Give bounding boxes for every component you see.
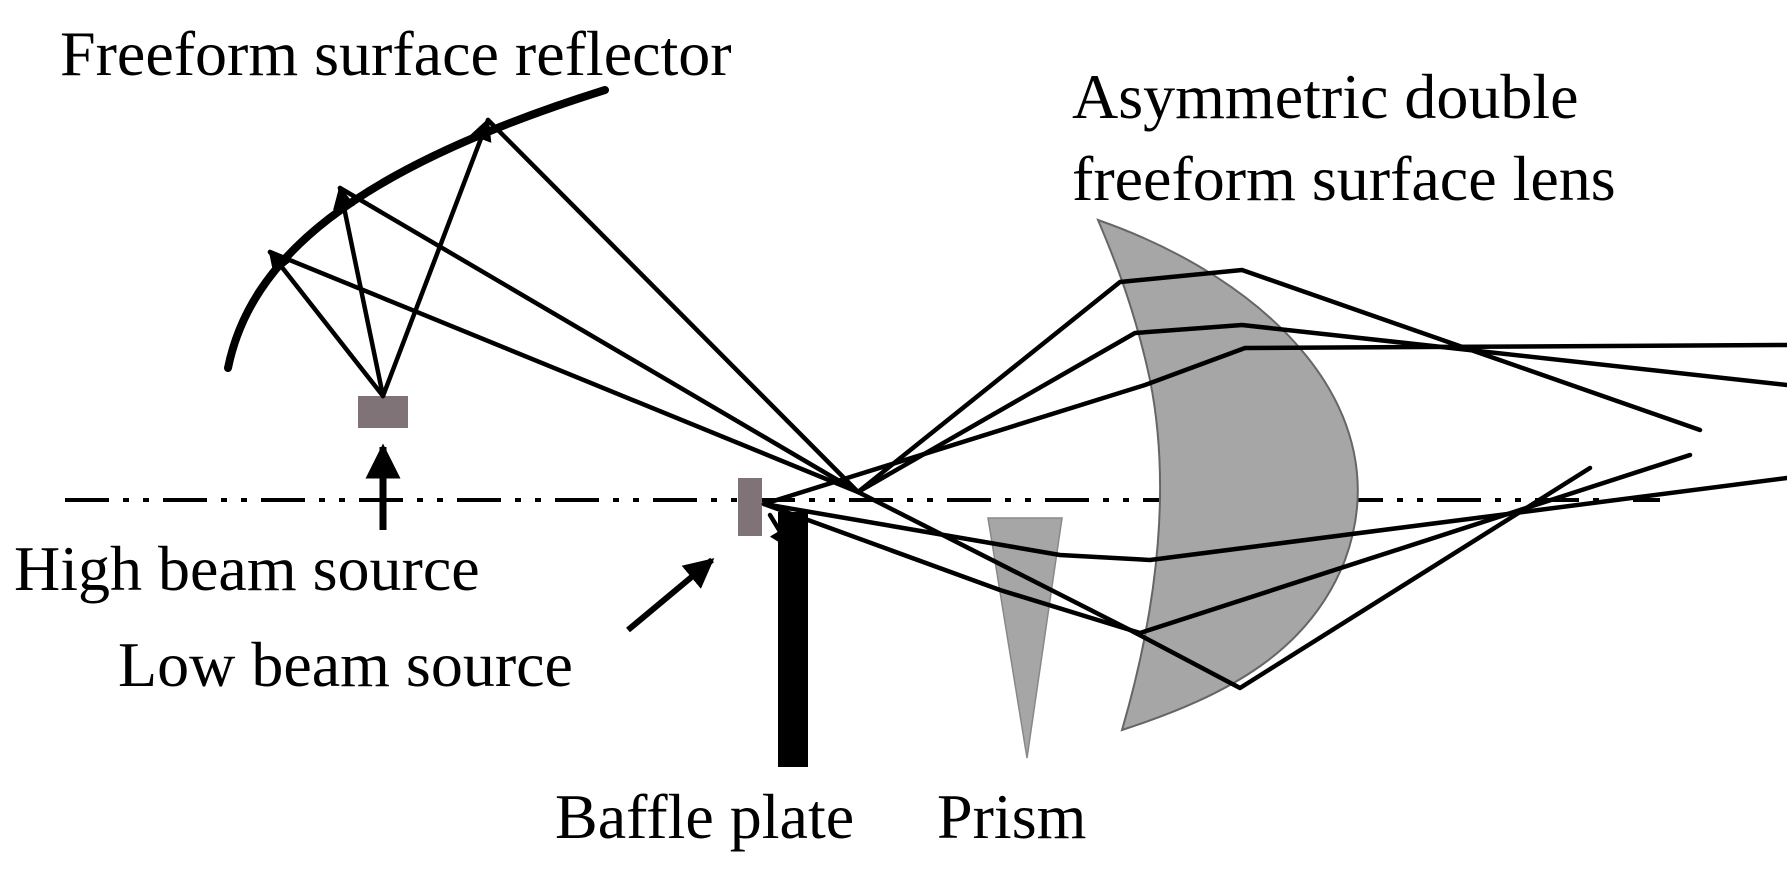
ray-path xyxy=(761,475,1787,563)
high-beam-source xyxy=(358,396,408,428)
low-beam-pointer-arrow xyxy=(626,557,715,633)
ray-arrow xyxy=(333,185,386,399)
ray-path xyxy=(761,342,1787,507)
freeform-reflector xyxy=(224,86,609,372)
prism xyxy=(987,517,1063,759)
low-beam-rays xyxy=(761,342,1787,636)
reflector-label: Freeform surface reflector xyxy=(60,18,732,89)
ray-path xyxy=(761,452,1693,636)
ray-path xyxy=(267,249,1703,495)
ray-path xyxy=(337,185,1787,495)
high-beam-rays-to-reflector xyxy=(267,117,492,399)
lens-label-line2: freeform surface lens xyxy=(1072,143,1616,214)
ray-arrow xyxy=(267,249,386,399)
low-beam-deflection-arrow xyxy=(767,512,793,551)
ray-arrow xyxy=(380,117,492,399)
baffle-plate xyxy=(778,512,808,767)
low-beam-label: Low beam source xyxy=(118,629,573,700)
high-beam-label: High beam source xyxy=(14,533,480,604)
lens-label-line1: Asymmetric double xyxy=(1072,61,1579,132)
baffle-label: Baffle plate xyxy=(555,781,854,852)
prism-label: Prism xyxy=(937,781,1086,852)
low-beam-source xyxy=(738,478,762,536)
